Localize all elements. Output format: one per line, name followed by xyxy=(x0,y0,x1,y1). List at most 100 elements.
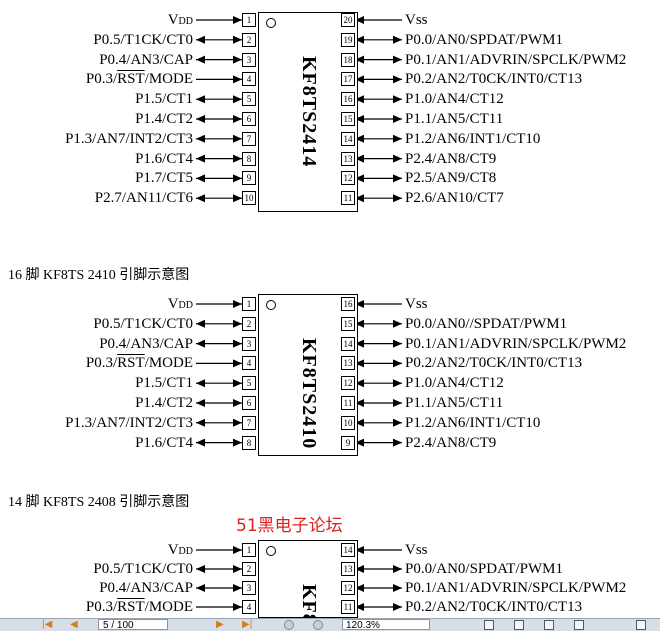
pin-label: P0.4/AN3/CAP xyxy=(99,580,193,596)
last-page-icon[interactable]: ▶| xyxy=(242,619,253,630)
pin-number: 19 xyxy=(341,32,355,47)
arrow-in-icon xyxy=(233,546,242,554)
pin-label-text: P0.1/AN1/ADVRIN/SPCLK/PWM2 xyxy=(405,335,627,352)
arrow-in-icon xyxy=(233,339,242,348)
pin-label: P0.4/AN3/CAP xyxy=(99,52,193,68)
back-icon[interactable] xyxy=(284,620,294,630)
arrow-out-icon xyxy=(393,154,402,163)
arrow-in-icon xyxy=(355,174,364,183)
arrow-in-icon xyxy=(355,399,364,407)
facing-view-icon[interactable] xyxy=(544,620,554,630)
pin-label: P1.0/AN4/CT12 xyxy=(405,91,504,107)
pin-number: 9 xyxy=(242,171,256,186)
pin-label-text: P1.2/AN6/INT1/CT10 xyxy=(405,130,541,147)
arrow-out-icon xyxy=(196,319,205,328)
pin-number: 2 xyxy=(242,32,256,47)
arrow-out-icon xyxy=(393,194,402,203)
forward-icon[interactable] xyxy=(313,620,323,630)
arrow-in-icon xyxy=(233,584,242,592)
arrow-out-icon xyxy=(393,174,402,183)
pin-number: 14 xyxy=(341,131,355,146)
arrow-in-icon xyxy=(233,603,242,611)
arrow-in-icon xyxy=(355,75,364,84)
pin1-notch-icon xyxy=(266,300,276,310)
first-page-icon[interactable]: |◀ xyxy=(42,619,53,630)
pin-label-subscript: DD xyxy=(178,16,193,27)
pin-number: 1 xyxy=(242,543,256,557)
arrow-in-icon xyxy=(355,134,364,143)
pin-label-part: P0.3/ xyxy=(85,599,118,615)
pin-label-part: P0.3/ xyxy=(85,355,118,372)
arrow-in-icon xyxy=(355,603,364,611)
pin-label-text: P0.2/AN2/T0CK/INT0/CT13 xyxy=(405,599,583,615)
pin-number: 11 xyxy=(341,600,355,614)
pin-number: 20 xyxy=(341,13,355,27)
arrow-in-icon xyxy=(233,35,242,44)
continuous-facing-view-icon[interactable] xyxy=(574,620,584,630)
pin-label: P0.1/AN1/ADVRIN/SPCLK/PWM2 xyxy=(405,336,626,352)
chip-part-number: KF8TS xyxy=(298,584,320,618)
arrow-in-icon xyxy=(233,134,242,143)
pin-number: 6 xyxy=(242,396,256,410)
pin-label: P0.2/AN2/T0CK/INT0/CT13 xyxy=(405,71,582,87)
pin-label: P2.6/AN10/CT7 xyxy=(405,190,504,206)
pin-number: 13 xyxy=(341,562,355,576)
arrow-in-icon xyxy=(233,399,242,407)
arrow-in-icon xyxy=(233,565,242,573)
arrow-out-icon xyxy=(196,339,205,348)
arrow-out-icon xyxy=(393,584,402,592)
arrow-in-icon xyxy=(355,546,364,554)
pin-label: P0.2/AN2/T0CK/INT0/CT13 xyxy=(405,355,582,371)
pin-label-text: P0.1/AN1/ADVRIN/SPCLK/PWM2 xyxy=(405,580,627,596)
zoom-level-input[interactable]: 120.3% xyxy=(342,619,430,631)
arrow-out-icon xyxy=(393,134,402,143)
pin-label-subscript: DD xyxy=(178,300,193,311)
pin-number: 15 xyxy=(341,112,355,126)
pin-label: P0.4/AN3/CAP xyxy=(99,336,193,352)
pin-label-text: P1.2/AN6/INT1/CT10 xyxy=(405,414,541,431)
arrow-out-icon xyxy=(393,115,402,123)
pin-label-text: P1.5/CT1 xyxy=(135,375,193,392)
pin-number: 16 xyxy=(341,92,355,107)
page-number-input[interactable]: 5 / 100 xyxy=(98,619,168,631)
pin-label: P0.0/AN0//SPDAT/PWM1 xyxy=(405,316,567,332)
next-page-icon[interactable]: ▶ xyxy=(216,619,224,630)
pin-label-subscript: DD xyxy=(178,546,193,557)
pin-label: P1.4/CT2 xyxy=(135,395,193,411)
pin-label-part: /MODE xyxy=(144,71,193,88)
arrow-in-icon xyxy=(233,379,242,388)
pin-label-text: P1.3/AN7/INT2/CT3 xyxy=(65,130,193,147)
pin-label-text: P0.5/T1CK/CT0 xyxy=(93,31,193,48)
pin-number: 10 xyxy=(242,191,256,206)
arrow-out-icon xyxy=(393,339,402,348)
pin-label: P1.3/AN7/INT2/CT3 xyxy=(65,131,193,147)
arrow-out-icon xyxy=(393,35,402,44)
pin-label: P1.2/AN6/INT1/CT10 xyxy=(405,131,540,147)
pin-label-text: P1.1/AN5/CT11 xyxy=(405,395,504,411)
pin-label: P2.5/AN9/CT8 xyxy=(405,170,496,186)
single-page-view-icon[interactable] xyxy=(484,620,494,630)
pin-label-text: P1.5/CT1 xyxy=(135,91,193,108)
pin-number: 7 xyxy=(242,415,256,430)
pin-label: VDD xyxy=(168,296,193,314)
pin-label-text: P0.4/AN3/CAP xyxy=(99,51,193,68)
continuous-view-icon[interactable] xyxy=(514,620,524,630)
pin-number: 3 xyxy=(242,52,256,67)
pin-number: 2 xyxy=(242,562,256,576)
pin-label: P1.4/CT2 xyxy=(135,111,193,127)
pin-label-text: P0.2/AN2/T0CK/INT0/CT13 xyxy=(405,71,583,88)
pin-label: P0.0/AN0/SPDAT/PWM1 xyxy=(405,32,563,48)
arrow-in-icon xyxy=(233,438,242,447)
pin-number: 18 xyxy=(341,52,355,67)
arrow-out-icon xyxy=(196,418,205,427)
arrow-in-icon xyxy=(233,174,242,183)
pin-label-text: P1.3/AN7/INT2/CT3 xyxy=(65,414,193,431)
fit-page-icon[interactable] xyxy=(636,620,646,630)
arrow-in-icon xyxy=(233,16,242,24)
arrow-out-icon xyxy=(393,55,402,64)
pin-number: 3 xyxy=(242,336,256,351)
prev-page-icon[interactable]: ◀ xyxy=(70,619,78,630)
pin-label: P1.0/AN4/CT12 xyxy=(405,375,504,391)
pin-label-text: P0.0/AN0/SPDAT/PWM1 xyxy=(405,31,563,48)
